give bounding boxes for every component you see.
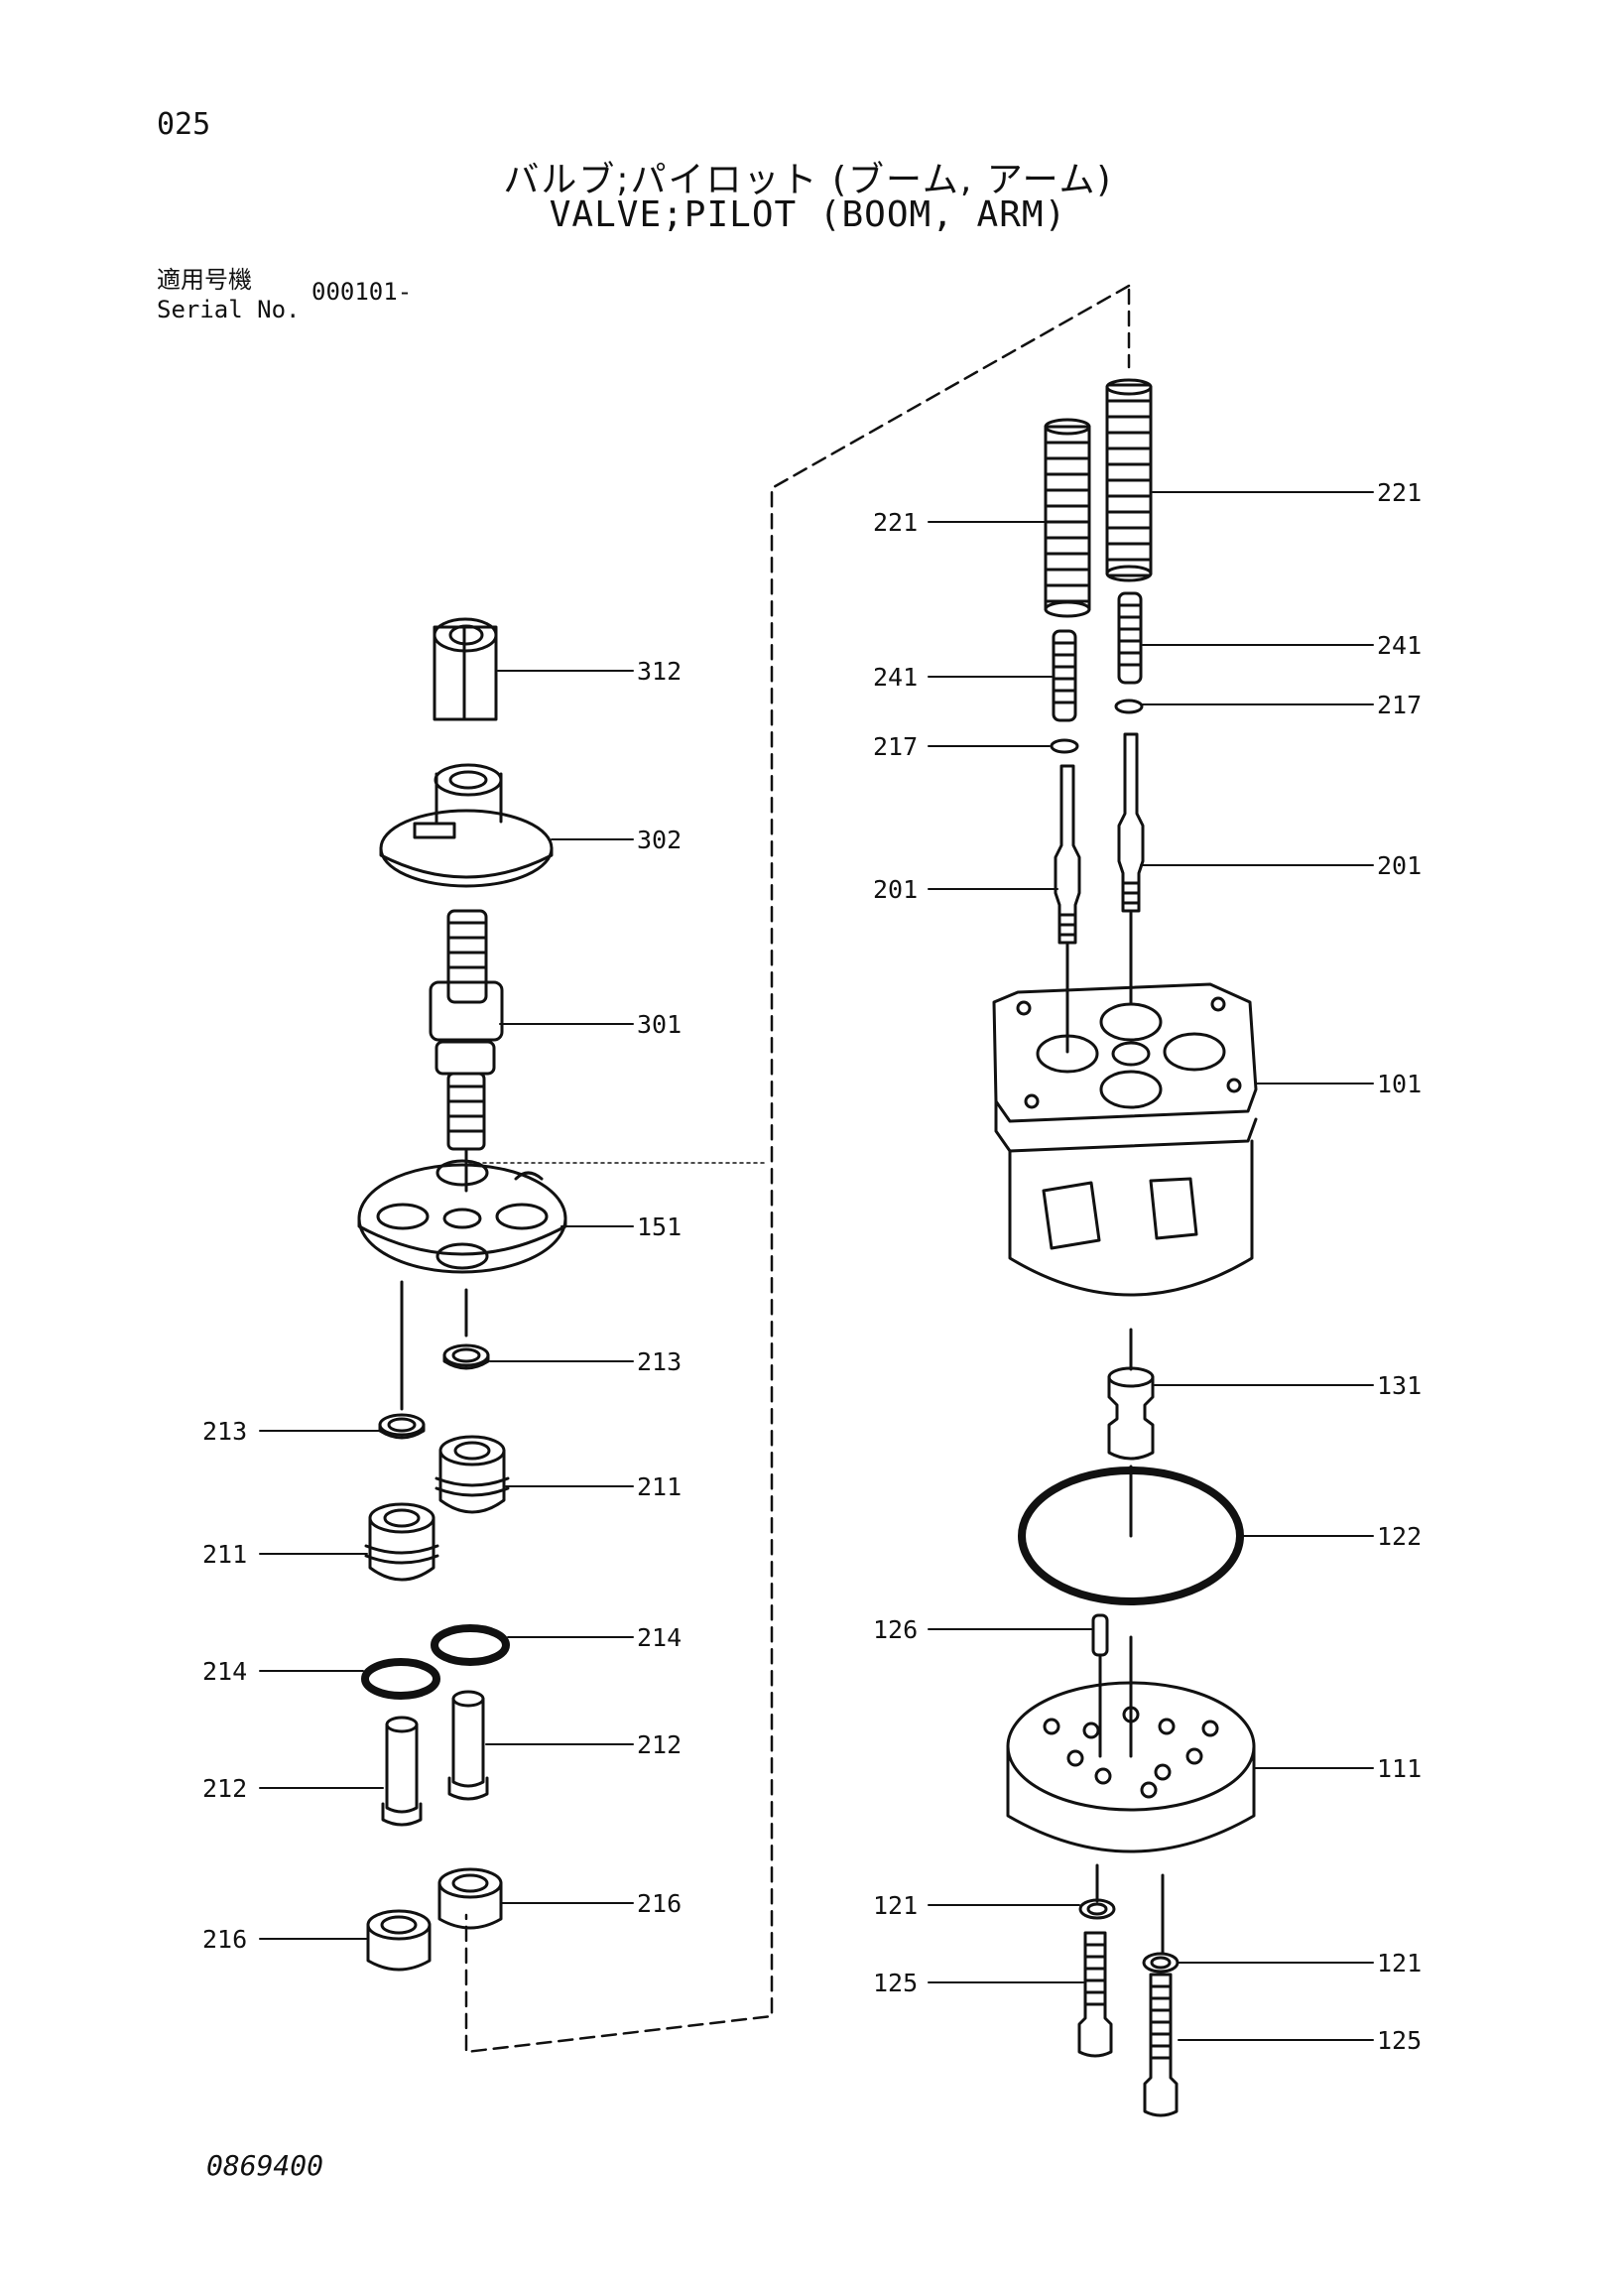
serial-label-japanese: 適用号機 (157, 266, 252, 294)
group-boundary (464, 284, 1131, 2054)
callout-312: 312 (637, 657, 682, 686)
part-151-plate (357, 1159, 567, 1274)
part-241-spring (1117, 591, 1143, 685)
drawing-number: 0869400 (206, 2149, 324, 2182)
callout-302: 302 (637, 826, 682, 854)
callout-212: 212 (202, 1774, 247, 1803)
part-111-plate (1006, 1681, 1256, 1853)
callout-216: 216 (637, 1889, 682, 1918)
part-302-cap (379, 763, 554, 888)
part-101-casing (992, 982, 1258, 1297)
part-214-o-ring (431, 1624, 510, 1666)
part-131-spring (1107, 1366, 1155, 1461)
callout-125: 125 (873, 1969, 918, 1997)
callout-122: 122 (1377, 1522, 1422, 1551)
part-126-pin (1091, 1613, 1133, 1758)
part-217-washer (1050, 738, 1079, 754)
serial-label: Serial No. (157, 296, 301, 323)
part-221-spring (1044, 418, 1091, 618)
callout-221: 221 (1377, 478, 1422, 507)
serial-value: 000101- (311, 278, 413, 306)
callout-121: 121 (1377, 1949, 1422, 1977)
callout-213: 213 (202, 1417, 247, 1446)
title-japanese: バルブ;パイロット (ブーム, アーム) (503, 160, 1113, 200)
callout-217: 217 (873, 732, 918, 761)
part-125-bolt (1143, 1973, 1179, 2117)
part-212-plunger (447, 1690, 489, 1801)
part-217-washer (1114, 699, 1144, 714)
part-213-seal (442, 1343, 490, 1370)
part-213-seal (378, 1413, 426, 1440)
part-312-hex-nut (433, 617, 498, 721)
part-214-o-ring (361, 1658, 440, 1700)
callout-111: 111 (1377, 1754, 1422, 1783)
callout-211: 211 (202, 1540, 247, 1569)
part-201-spool (1054, 764, 1081, 1054)
callout-211: 211 (637, 1472, 682, 1501)
callout-101: 101 (1377, 1070, 1422, 1098)
callout-214: 214 (202, 1657, 247, 1686)
callout-201: 201 (1377, 851, 1422, 880)
callout-221: 221 (873, 508, 918, 537)
part-241-spring (1052, 629, 1077, 722)
part-221-spring (1105, 378, 1153, 582)
callout-126: 126 (873, 1615, 918, 1644)
callout-301: 301 (637, 1010, 682, 1039)
callout-217: 217 (1377, 691, 1422, 719)
part-201-spool (1117, 732, 1145, 1004)
part-216-collar (437, 1867, 503, 1930)
callout-216: 216 (202, 1925, 247, 1954)
callout-213: 213 (637, 1347, 682, 1376)
part-211-spring-seat (435, 1435, 510, 1514)
part-216-collar (366, 1909, 432, 1972)
part-212-plunger (381, 1716, 423, 1827)
callout-214: 214 (637, 1623, 682, 1652)
part-211-spring-seat (364, 1502, 439, 1582)
part-301-joint (429, 909, 504, 1193)
part-121-washer (1078, 1898, 1116, 1920)
title-english: VALVE;PILOT (BOOM, ARM) (549, 194, 1067, 235)
callout-212: 212 (637, 1730, 682, 1759)
callout-131: 131 (1377, 1371, 1422, 1400)
callout-151: 151 (637, 1212, 682, 1241)
callout-125: 125 (1377, 2026, 1422, 2055)
callout-241: 241 (873, 663, 918, 692)
callout-241: 241 (1377, 631, 1422, 660)
part-121-washer (1142, 1952, 1180, 1974)
page-number: 025 (157, 107, 211, 142)
callout-leaders (259, 491, 1374, 2041)
callout-121: 121 (873, 1891, 918, 1920)
callout-201: 201 (873, 875, 918, 904)
part-125-bolt (1077, 1931, 1113, 2058)
